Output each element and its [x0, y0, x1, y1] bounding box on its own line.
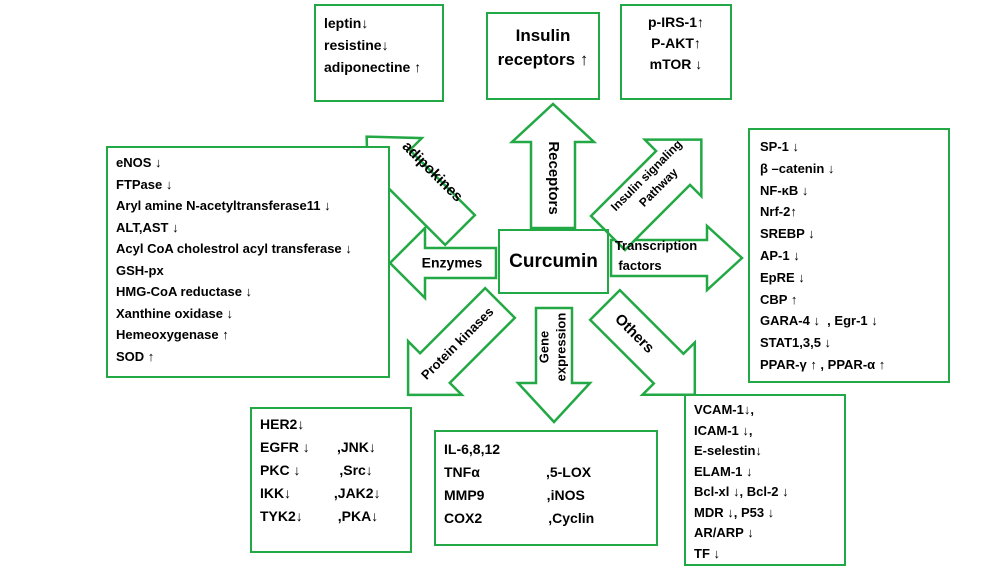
others-item: VCAM-1↓,	[694, 402, 754, 417]
others-item: MDR ↓, P53 ↓	[694, 504, 775, 520]
others-item: Bcl-xl ↓, Bcl-2 ↓	[694, 484, 789, 499]
insulin-pathway-box: p-IRS-1↑ P-AKT↑ mTOR ↓	[620, 4, 732, 100]
receptors-arrow-label: Receptors	[545, 141, 562, 214]
gene-expression-item: IL-6,8,12	[444, 441, 501, 457]
enzymes-item: eNOS ↓	[116, 155, 162, 170]
others-arrow	[588, 288, 697, 397]
protein-kinases-item: EGFR ↓ ,JNK↓	[260, 439, 376, 455]
transcription-item: PPAR-γ ↑ , PPAR-α ↑	[760, 356, 886, 372]
others-item: AR/ARP ↓	[694, 525, 754, 540]
enzymes-arrow	[388, 224, 498, 302]
transcription-arrow-label-1: Transcription	[615, 238, 697, 253]
protein-kinases-item: HER2↓	[260, 416, 305, 432]
protein-kinases-item: TYK2↓ ,PKA↓	[260, 508, 379, 524]
insulin-pathway-arrow	[589, 138, 703, 252]
enzymes-item: GSH-px	[116, 262, 164, 278]
enzymes-item: ALT,AST ↓	[116, 219, 179, 235]
gene-expression-arrow	[515, 306, 593, 424]
enzymes-item: HMG-CoA reductase ↓	[116, 284, 253, 299]
adipokines-item: resistine↓	[324, 37, 389, 53]
gene-expression-item: MMP9 ,iNOS	[444, 487, 585, 503]
enzymes-item: SOD ↑	[116, 348, 155, 364]
insulin-pathway-item: mTOR ↓	[649, 56, 703, 72]
others-item: ELAM-1 ↓	[694, 463, 753, 479]
transcription-factors-box: SP-1 ↓ β –catenin ↓ NF-κB ↓ Nrf-2↑ SREBP…	[748, 128, 950, 383]
transcription-item: STAT1,3,5 ↓	[760, 335, 832, 351]
transcription-item: SREBP ↓	[760, 226, 815, 242]
gene-expression-arrow-label-2: expression	[553, 313, 568, 382]
others-item: TF ↓	[694, 545, 720, 561]
gene-expression-box: IL-6,8,12 TNFα ,5-LOX MMP9 ,iNOS COX2 ,C…	[434, 430, 658, 546]
transcription-item: Nrf-2↑	[760, 204, 797, 220]
adipokines-item: adiponectine ↑	[324, 59, 422, 75]
transcription-item: β –catenin ↓	[760, 160, 835, 176]
gene-expression-arrow-label-1: Gene	[536, 331, 551, 364]
enzymes-arrow-label: Enzymes	[422, 255, 483, 271]
enzymes-item: Acyl CoA cholestrol acyl transferase ↓	[116, 241, 352, 256]
receptors-item: Insulin	[515, 26, 571, 45]
transcription-item: EpRE ↓	[760, 269, 805, 285]
transcription-arrow-label-2: factors	[618, 258, 661, 273]
gene-expression-item: TNFα ,5-LOX	[444, 464, 592, 480]
others-box: VCAM-1↓, ICAM-1 ↓, E-selestin↓ ELAM-1 ↓ …	[684, 394, 846, 566]
enzymes-item: Hemeoxygenase ↑	[116, 327, 229, 342]
gene-expression-item: COX2 ,Cyclin	[444, 510, 595, 526]
adipokines-item: leptin↓	[324, 15, 369, 31]
protein-kinases-arrow	[406, 286, 517, 397]
enzymes-item: Aryl amine N-acetyltransferase11 ↓	[116, 198, 331, 213]
protein-kinases-box: HER2↓ EGFR ↓ ,JNK↓ PKC ↓ ,Src↓ IKK↓ ,JAK…	[250, 407, 412, 553]
transcription-item: SP-1 ↓	[760, 139, 800, 154]
enzymes-item: FTPase ↓	[116, 176, 173, 192]
enzymes-item: Xanthine oxidase ↓	[116, 305, 234, 321]
curcumin-center-node: Curcumin	[498, 229, 609, 294]
others-item: ICAM-1 ↓,	[694, 422, 753, 438]
enzymes-box: eNOS ↓ FTPase ↓ Aryl amine N-acetyltrans…	[106, 146, 390, 378]
adipokines-box: leptin↓ resistine↓ adiponectine ↑	[314, 4, 444, 102]
receptors-item: receptors ↑	[497, 50, 589, 69]
transcription-item: GARA-4 ↓ , Egr-1 ↓	[760, 313, 878, 329]
protein-kinases-item: PKC ↓ ,Src↓	[260, 462, 373, 478]
others-item: E-selestin↓	[694, 443, 762, 458]
receptors-arrow	[508, 102, 598, 230]
transcription-item: NF-κB ↓	[760, 182, 809, 198]
transcription-item: AP-1 ↓	[760, 247, 800, 263]
protein-kinases-item: IKK↓ ,JAK2↓	[260, 485, 381, 501]
insulin-pathway-item: P-AKT↑	[651, 35, 701, 51]
transcription-item: CBP ↑	[760, 291, 798, 307]
transcription-arrow	[609, 223, 744, 293]
insulin-pathway-item: p-IRS-1↑	[648, 14, 704, 30]
insulin-receptors-box: Insulin receptors ↑	[486, 12, 600, 100]
